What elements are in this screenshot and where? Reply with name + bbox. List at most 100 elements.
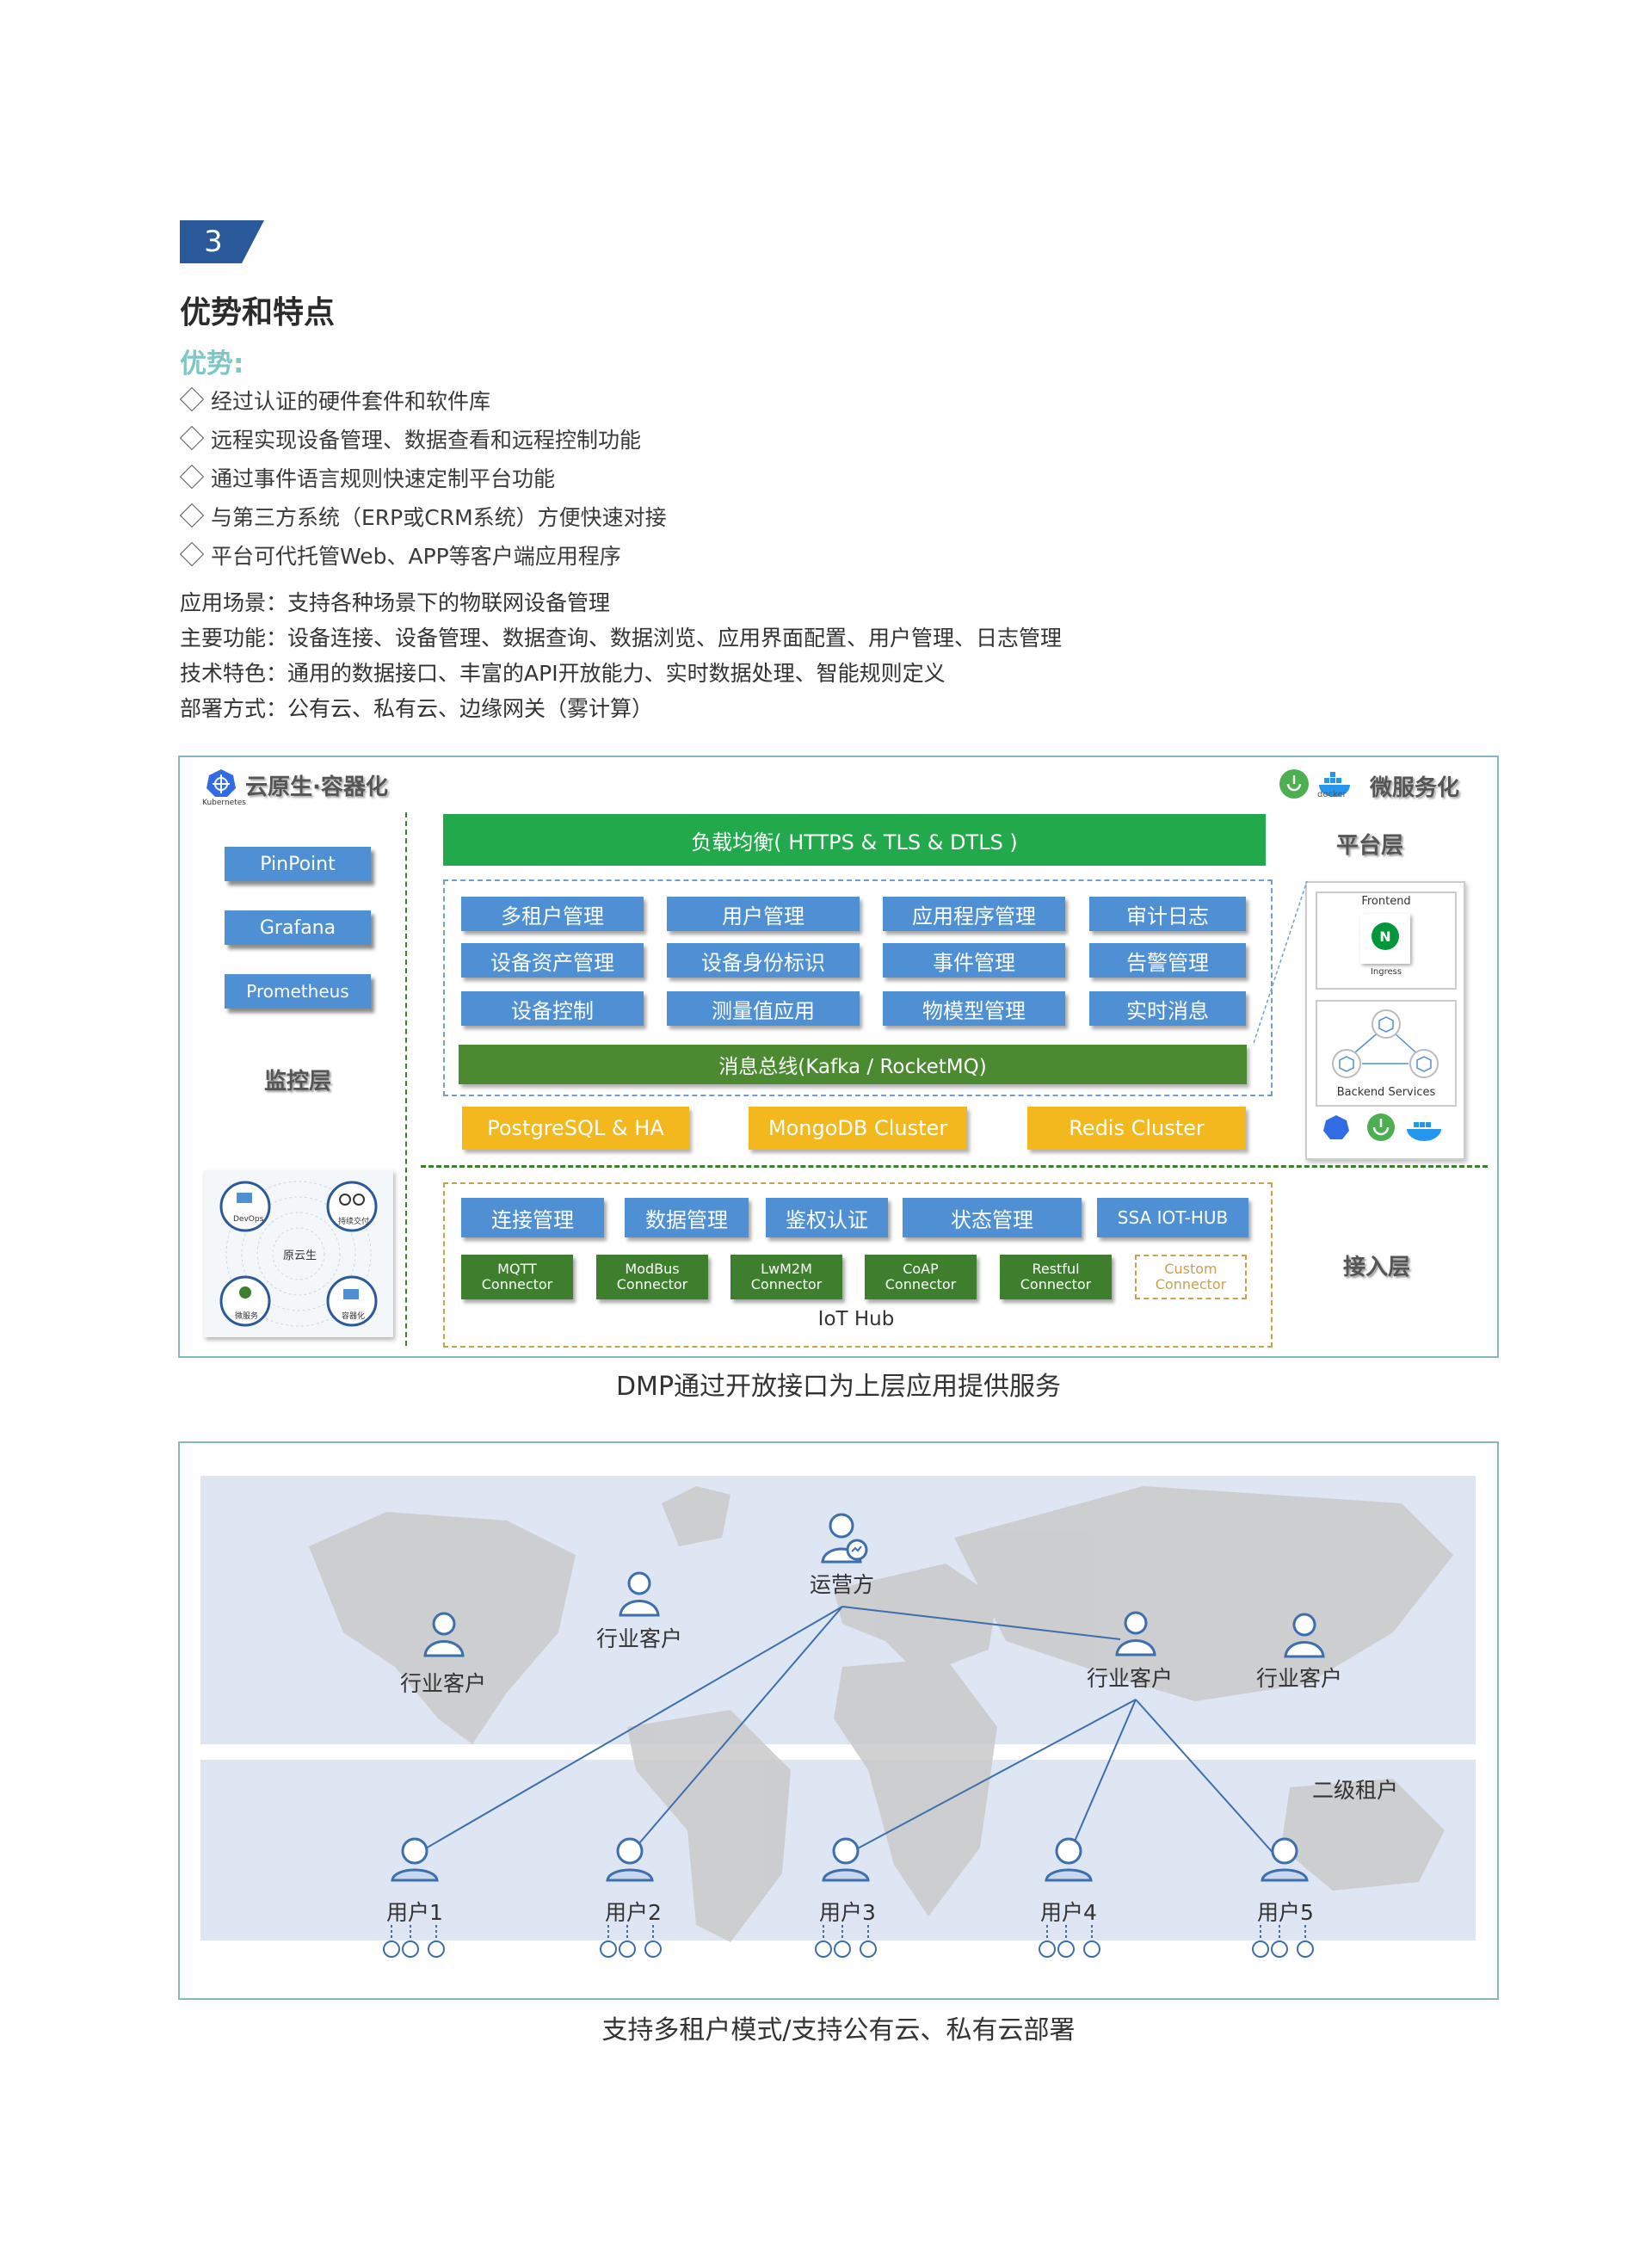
ingress-label: Ingress — [1370, 967, 1402, 977]
section-number-badge — [180, 220, 264, 263]
user-label: 用户5 — [1257, 1900, 1314, 1925]
state-management: 状态管理 — [903, 1198, 1082, 1237]
user-icon — [391, 1837, 439, 1882]
customer-icon — [1115, 1611, 1156, 1656]
user-icon — [1261, 1837, 1309, 1882]
postgresql-box: PostgreSQL & HA — [462, 1107, 689, 1150]
section-title: 优势和特点 — [180, 295, 336, 330]
docker-icon — [1319, 772, 1350, 797]
customer-icon — [1284, 1613, 1325, 1658]
backend-services-graphic — [1332, 1009, 1439, 1078]
platform-services-group — [443, 879, 1273, 1096]
diamond-bullet-icon — [179, 503, 205, 528]
secondary-tenant-label: 二级租户 — [1312, 1778, 1399, 1803]
customer-label: 行业客户 — [400, 1671, 487, 1696]
vertical-divider — [405, 812, 407, 1346]
customer-icon — [619, 1571, 660, 1617]
architecture-diagram: Kubernetes 云原生·容器化 docker 微服务化 PinPoint … — [178, 756, 1499, 1358]
diamond-bullet-icon — [179, 541, 205, 567]
kubernetes-icon — [206, 769, 236, 797]
operator-icon — [821, 1513, 868, 1564]
kubernetes-caption: Kubernetes — [202, 799, 246, 807]
connection-management: 连接管理 — [461, 1198, 604, 1237]
info-row: 技术特色：通用的数据接口、丰富的API开放能力、实时数据处理、智能规则定义 — [180, 661, 946, 686]
microservice-label: 微服务 — [235, 1312, 259, 1321]
message-bus-bar: 消息总线(Kafka / RocketMQ) — [459, 1045, 1247, 1084]
advantage-item: 通过事件语言规则快速定制平台功能 — [179, 460, 667, 498]
audit-log: 审计日志 — [1089, 897, 1246, 931]
deployment-panel: Frontend N Ingress Backend Ser — [1305, 881, 1465, 1160]
application-management: 应用程序管理 — [883, 897, 1065, 931]
advantage-item: 远程实现设备管理、数据查看和远程控制功能 — [179, 421, 667, 460]
multi-tenant-management: 多租户管理 — [461, 897, 644, 931]
info-row: 主要功能：设备连接、设备管理、数据查询、数据浏览、应用界面配置、用户管理、日志管… — [180, 626, 1063, 651]
devops-label: DevOps — [233, 1215, 264, 1224]
user-label: 用户4 — [1040, 1900, 1097, 1925]
access-layer-label: 接入层 — [1343, 1255, 1411, 1280]
spring-icon — [1279, 769, 1309, 799]
user-icon — [1045, 1837, 1093, 1882]
diamond-bullet-icon — [179, 386, 205, 412]
mongodb-box: MongoDB Cluster — [749, 1107, 967, 1150]
alarm-management: 告警管理 — [1089, 943, 1246, 978]
figure1-caption: DMP通过开放接口为上层应用提供服务 — [615, 1372, 1062, 1402]
measurement-application: 测量值应用 — [667, 991, 860, 1026]
auth-management: 鉴权认证 — [766, 1198, 888, 1237]
customer-icon — [423, 1612, 465, 1657]
pinpoint-box: PinPoint — [225, 847, 371, 881]
customer-label: 行业客户 — [596, 1626, 683, 1651]
diamond-bullet-icon — [179, 425, 205, 451]
redis-box: Redis Cluster — [1027, 1107, 1246, 1150]
user-label: 用户2 — [605, 1900, 662, 1925]
backend-box: Backend Services — [1316, 1000, 1457, 1107]
coap-connector: CoAP Connector — [865, 1255, 977, 1299]
frontend-label: Frontend — [1361, 895, 1411, 908]
info-row: 部署方式：公有云、私有云、边缘网关（雾计算） — [180, 696, 654, 721]
customer-label: 行业客户 — [1087, 1666, 1174, 1691]
advantage-item: 平台可代托管Web、APP等客户端应用程序 — [179, 537, 667, 576]
user-label: 用户3 — [819, 1900, 876, 1925]
platform-layer-label: 平台层 — [1336, 833, 1404, 859]
ssa-iot-hub: SSA IOT-HUB — [1097, 1198, 1248, 1237]
container-label: 容器化 — [342, 1312, 366, 1321]
figure2-caption: 支持多租户模式/支持公有云、私有云部署 — [601, 2015, 1076, 2045]
deploy-stack-icons — [1323, 1114, 1441, 1141]
diamond-bullet-icon — [179, 464, 205, 490]
iot-hub-label: IoT Hub — [817, 1308, 895, 1330]
device-asset-management: 设备资产管理 — [461, 943, 644, 978]
iot-hub-group — [443, 1182, 1273, 1348]
docker-caption: docker — [1317, 790, 1347, 799]
panel-connector-lines — [1254, 880, 1308, 1044]
device-circles — [383, 1925, 1314, 1958]
advantages-title: 优势: — [180, 349, 244, 379]
operator-label: 运营方 — [810, 1572, 875, 1597]
cloud-native-circle-graphic — [219, 1181, 378, 1327]
section-number: 3 — [204, 225, 223, 259]
svg-text:N: N — [1379, 928, 1390, 945]
device-control: 设备控制 — [461, 991, 644, 1026]
device-identity: 设备身份标识 — [667, 943, 860, 978]
continuous-delivery-label: 持续交付 — [338, 1218, 370, 1226]
grafana-box: Grafana — [225, 910, 371, 945]
modbus-connector: ModBus Connector — [596, 1255, 708, 1299]
load-balancer-bar: 负载均衡( HTTPS & TLS & DTLS ) — [443, 814, 1266, 866]
backend-label: Backend Services — [1336, 1086, 1436, 1099]
lwm2m-connector: LwM2M Connector — [730, 1255, 842, 1299]
thing-model-management: 物模型管理 — [883, 991, 1065, 1026]
custom-connector: Custom Connector — [1135, 1255, 1247, 1299]
cloud-native-center: 原云生 — [283, 1249, 317, 1262]
info-row: 应用场景：支持各种场景下的物联网设备管理 — [180, 590, 611, 615]
cloud-native-panel: 原云生 DevOps 持续交付 微服务 容器化 — [204, 1170, 393, 1337]
monitor-layer-label: 监控层 — [264, 1069, 332, 1095]
user-label: 用户1 — [386, 1900, 443, 1925]
data-management: 数据管理 — [625, 1198, 749, 1237]
multi-tenant-diagram: 运营方 行业客户 行业客户 行业客户 行业客户 二级租户 用户1 用户2 用户3 — [178, 1441, 1499, 2000]
customer-label: 行业客户 — [1256, 1666, 1343, 1691]
info-list: 应用场景：支持各种场景下的物联网设备管理 主要功能：设备连接、设备管理、数据查询… — [180, 585, 1062, 726]
mqtt-connector: MQTT Connector — [461, 1255, 573, 1299]
advantage-item: 经过认证的硬件套件和软件库 — [179, 382, 667, 421]
prometheus-box: Prometheus — [225, 974, 371, 1009]
cloud-native-title: 云原生·容器化 — [245, 774, 388, 800]
user-management: 用户管理 — [667, 897, 860, 931]
horizontal-divider — [421, 1165, 1488, 1168]
